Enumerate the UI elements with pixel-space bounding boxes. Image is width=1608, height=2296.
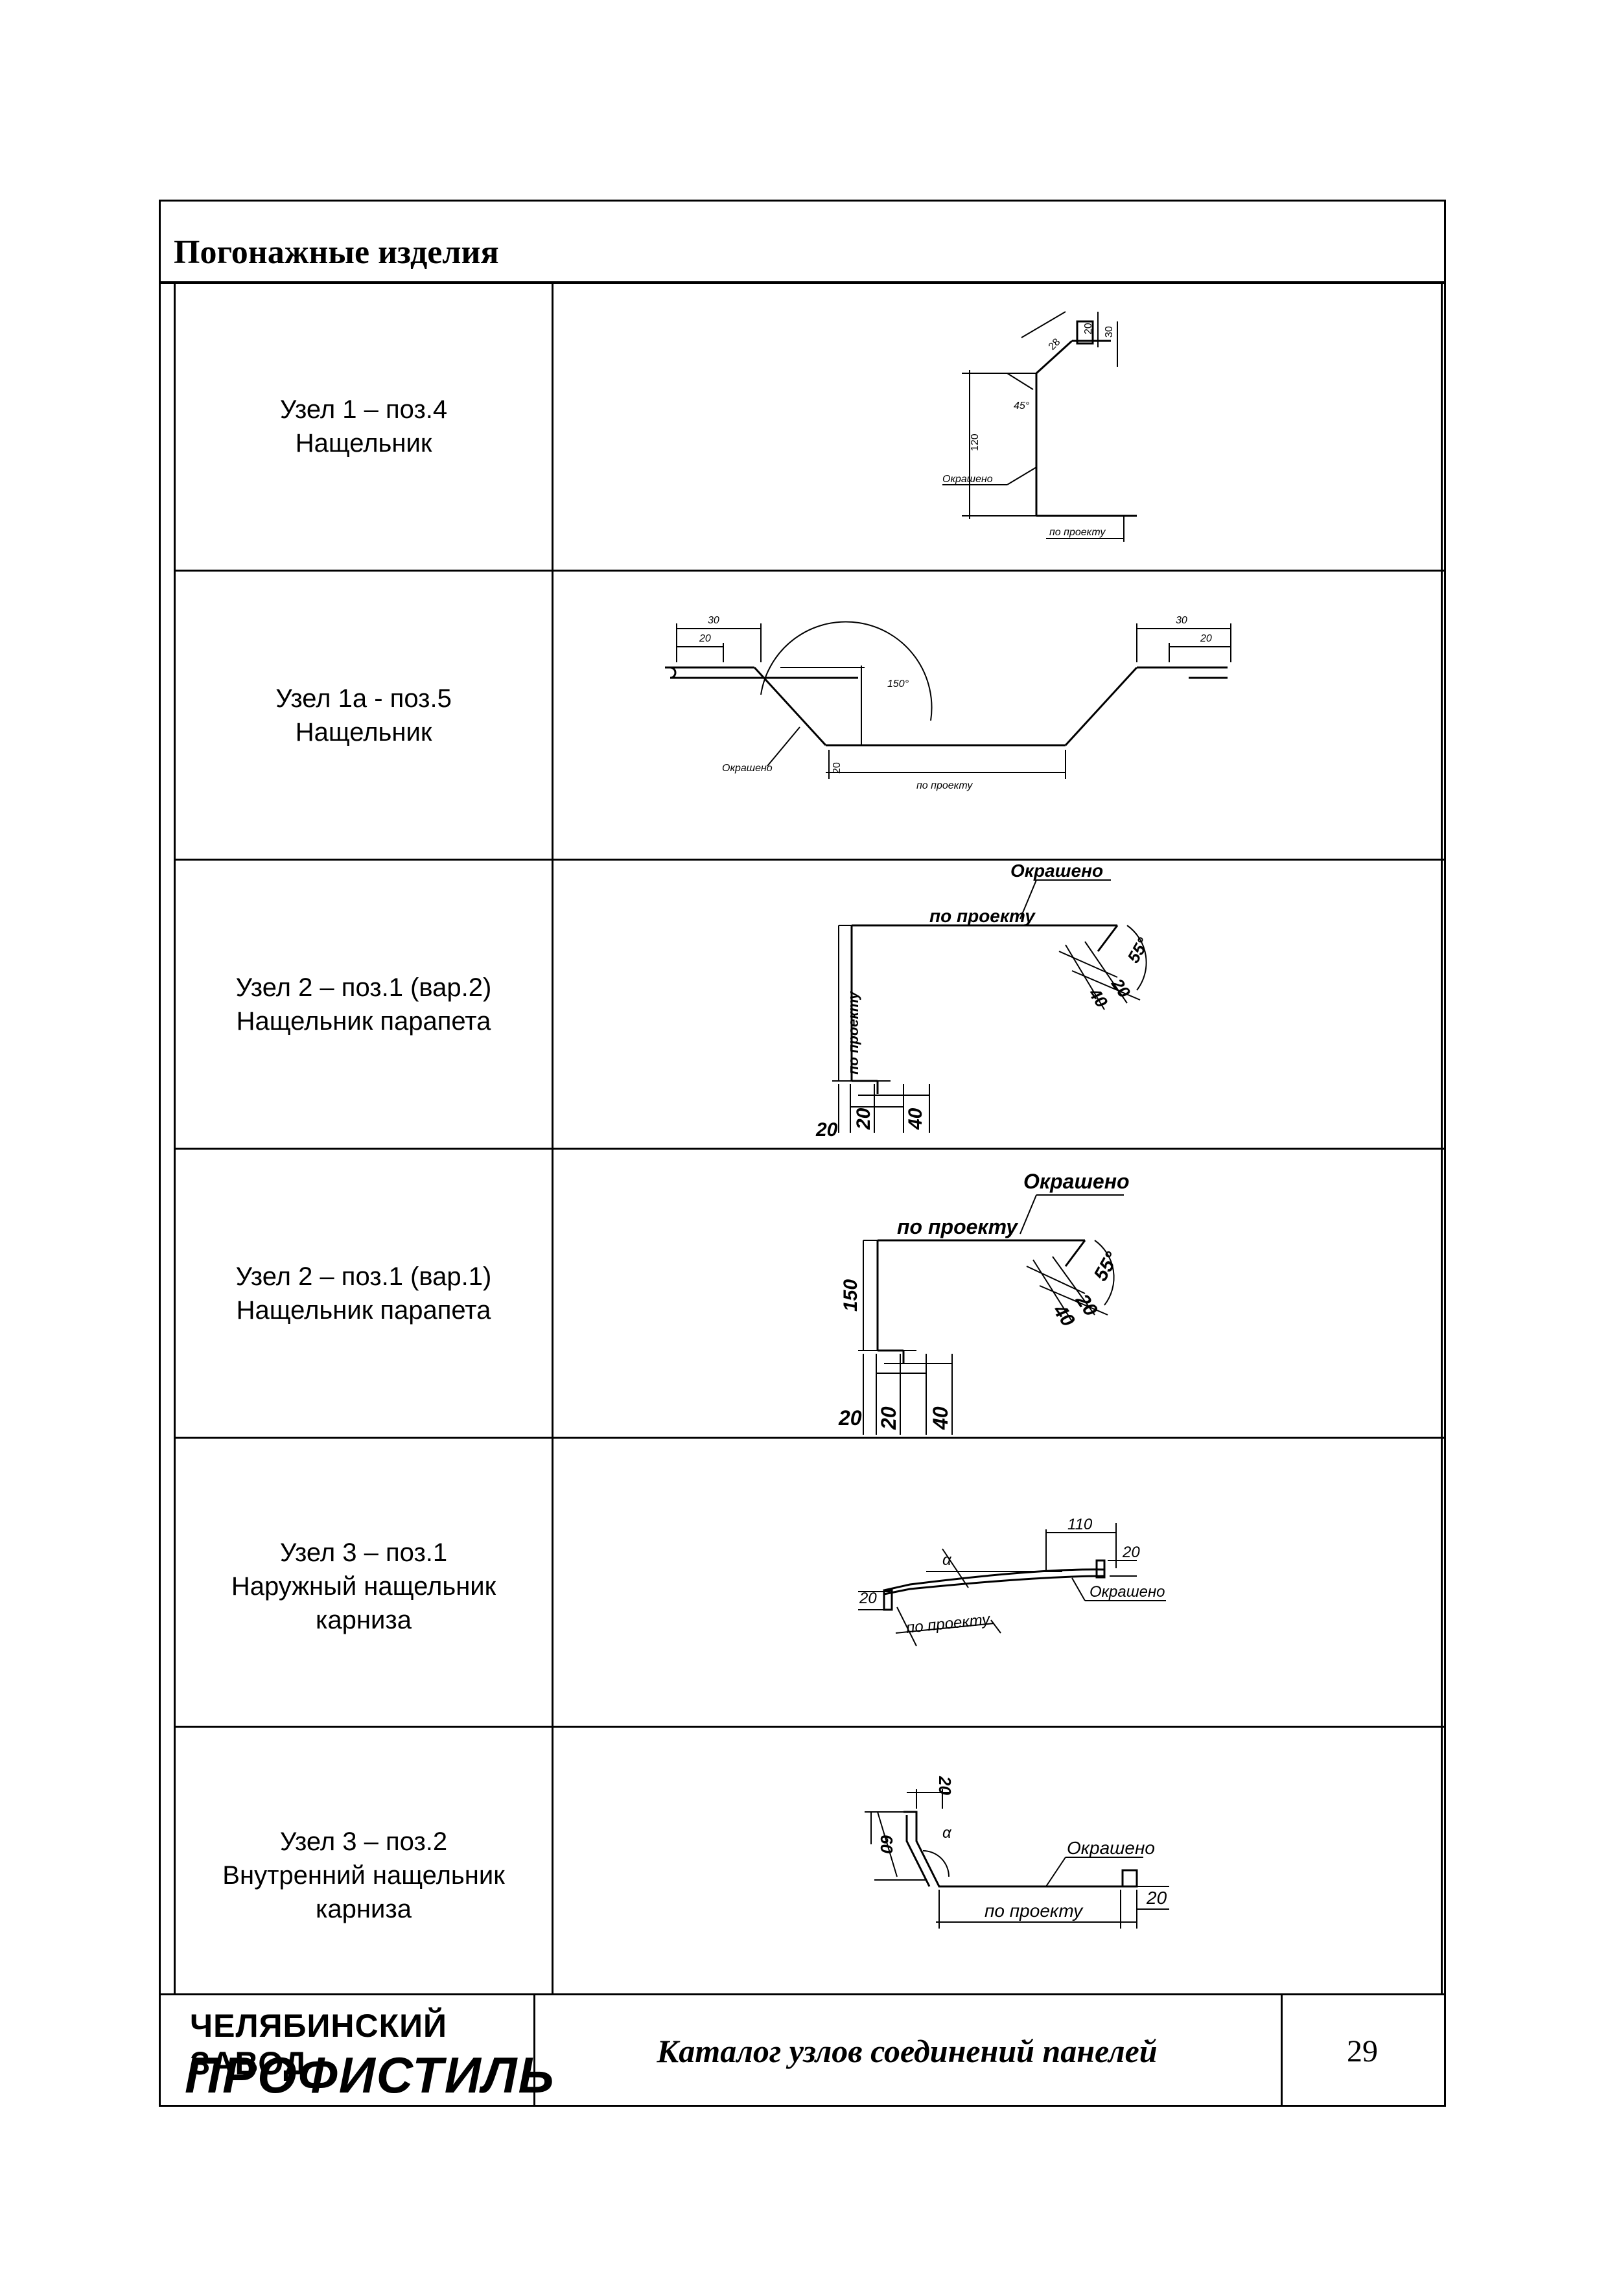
node-label: Узел 1 – поз.4 Нащельник <box>176 393 552 460</box>
node-label: Узел 2 – поз.1 (вар.2) Нащельник парапет… <box>176 971 552 1038</box>
dim-right-outer: 30 <box>1176 615 1187 626</box>
dim-angle: 45° <box>1014 400 1030 412</box>
by-project-label: по проекту <box>897 1215 1019 1238</box>
table-row: Узел 1а - поз.5 Нащельник <box>176 572 1445 861</box>
dim-bottom-40: 40 <box>905 1107 926 1130</box>
node-title: Узел 2 – поз.1 (вар.1) <box>235 1262 492 1291</box>
table-row: Узел 3 – поз.2 Внутренний нащельник карн… <box>176 1728 1445 1993</box>
dim-alpha: α <box>942 1824 952 1842</box>
page-title: Погонажные изделия <box>174 234 499 271</box>
dim-side-150: 150 <box>840 1279 861 1312</box>
node-type: Нащельник парапета <box>236 1007 491 1036</box>
dim-angle: 150° <box>887 678 909 690</box>
node-type: Наружный нащельник <box>231 1572 496 1601</box>
node-drawing: 28 20 30 45° 120 Окрашено по проекту <box>942 311 1137 542</box>
dim-30: 30 <box>1104 326 1115 338</box>
dim-height: 120 <box>970 434 981 451</box>
dim-left-inner: 20 <box>699 633 711 644</box>
dim-left-outer: 30 <box>708 615 719 626</box>
dim-right-inner: 20 <box>1200 633 1212 644</box>
painted-label: Окрашено <box>1067 1838 1155 1858</box>
painted-label: Окрашено <box>942 474 993 485</box>
dim-bottom-20: 20 <box>838 1406 862 1430</box>
node-drawing: 20 60 α Окрашено по проекту 20 <box>865 1776 1169 1929</box>
dim-bottom-20: 20 <box>815 1119 838 1141</box>
node-drawing: Окрашено по проекту 150 20 40 55° 20 20 … <box>838 1170 1130 1435</box>
node-type-cont: карниза <box>316 1895 412 1923</box>
page-frame <box>159 200 1446 2107</box>
table-row: Узел 2 – поз.1 (вар.1) Нащельник парапет… <box>176 1150 1445 1439</box>
by-project-label: по проекту <box>985 1901 1084 1921</box>
node-type: Нащельник парапета <box>236 1296 491 1325</box>
node-title: Узел 1а - поз.5 <box>275 684 452 713</box>
dim-angle: 55° <box>1123 934 1153 966</box>
logo-bottom-text: ПРОФИСТИЛЬ <box>185 2047 555 2104</box>
dim-angle: 55° <box>1089 1248 1123 1285</box>
dim-20: 20 <box>1083 323 1094 334</box>
node-type: Нащельник <box>295 718 432 747</box>
node-type: Внутренний нащельник <box>222 1861 505 1890</box>
painted-label: Окрашено <box>1010 861 1103 881</box>
logo-top-text: ЧЕЛЯБИНСКИЙ ЗАВОД <box>190 2008 447 2081</box>
node-title: Узел 2 – поз.1 (вар.2) <box>235 973 492 1002</box>
node-drawing: α 110 20 20 Окрашено по проекту <box>858 1516 1166 1647</box>
dim-bottom-20b: 20 <box>853 1107 874 1130</box>
node-label: Узел 3 – поз.2 Внутренний нащельник карн… <box>176 1825 552 1926</box>
node-label: Узел 2 – поз.1 (вар.1) Нащельник парапет… <box>176 1260 552 1327</box>
by-project-label: по проекту <box>916 780 973 791</box>
node-drawing: 30 20 30 20 150° 20 Окрашено по проекту <box>665 615 1231 791</box>
node-title: Узел 3 – поз.1 <box>279 1538 448 1567</box>
by-project-label: по проекту <box>1049 527 1106 538</box>
table-row: Узел 2 – поз.1 (вар.2) Нащельник парапет… <box>176 861 1445 1150</box>
painted-label: Окрашено <box>722 763 773 774</box>
table-row: Узел 3 – поз.1 Наружный нащельник карниз… <box>176 1439 1445 1728</box>
dim-diag-20: 20 <box>1108 974 1135 1001</box>
dim-top-110: 110 <box>1067 1516 1093 1533</box>
title-divider <box>159 281 1446 284</box>
by-project-side-label: по проекту <box>845 990 861 1074</box>
dim-diag-40: 40 <box>1085 984 1112 1011</box>
dim-left-20: 20 <box>859 1590 877 1607</box>
dim-height: 20 <box>832 762 843 774</box>
dim-bottom-40: 40 <box>929 1406 952 1430</box>
by-project-top-label: по проекту <box>929 906 1036 926</box>
title-block: ЧЕЛЯБИНСКИЙ ЗАВОД ПРОФИСТИЛЬ Каталог узл… <box>159 1993 1446 2107</box>
dim-top-20: 20 <box>935 1776 955 1795</box>
dim-28: 28 <box>1047 336 1063 353</box>
node-title: Узел 1 – поз.4 <box>279 395 448 424</box>
node-drawing: Окрашено по проекту по проекту 20 40 55°… <box>815 861 1153 1141</box>
node-title: Узел 3 – поз.2 <box>279 1827 448 1856</box>
node-label: Узел 1а - поз.5 Нащельник <box>176 682 552 749</box>
painted-label: Окрашено <box>1089 1583 1165 1601</box>
by-project-label: по проекту <box>905 1610 992 1637</box>
company-logo: ЧЕЛЯБИНСКИЙ ЗАВОД ПРОФИСТИЛЬ <box>159 1995 554 2107</box>
node-label: Узел 3 – поз.1 Наружный нащельник карниз… <box>176 1536 552 1637</box>
node-type-cont: карниза <box>316 1606 412 1634</box>
nodes-table: Узел 1 – поз.4 Нащельник <box>174 283 1445 1993</box>
dim-left-60: 60 <box>877 1835 896 1853</box>
dim-right-20: 20 <box>1146 1888 1167 1908</box>
dim-bottom-20b: 20 <box>877 1406 900 1430</box>
node-type: Нащельник <box>295 429 432 458</box>
dim-right-20: 20 <box>1122 1544 1140 1561</box>
dim-alpha: α <box>942 1551 952 1569</box>
painted-label: Окрашено <box>1023 1170 1130 1193</box>
catalog-title: Каталог узлов соединений панелей <box>533 1995 1283 2107</box>
column-divider <box>552 283 553 1993</box>
table-row: Узел 1 – поз.4 Нащельник <box>176 283 1445 572</box>
page-number: 29 <box>1347 2034 1378 2069</box>
